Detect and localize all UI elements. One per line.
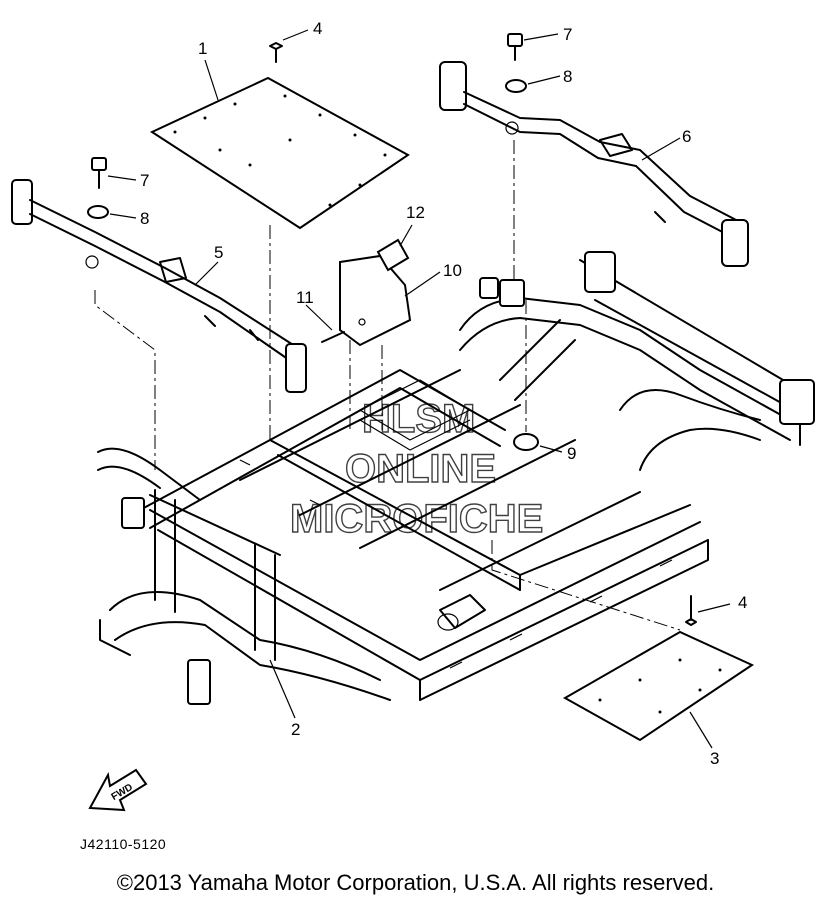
callout-12: 12 xyxy=(406,203,425,222)
callout-1: 2 xyxy=(291,720,300,739)
watermark-line-3: MICROFICHE xyxy=(290,497,543,541)
main-frame xyxy=(97,251,815,719)
watermark-line-1: HLSM xyxy=(362,397,475,441)
callout-6: 6 xyxy=(682,127,691,146)
callout-7-left: 7 xyxy=(140,171,149,190)
callout-10: 10 xyxy=(443,261,462,280)
watermark-line-2: ONLINE xyxy=(345,447,496,491)
callout-9: 9 xyxy=(567,444,576,463)
callout-8-left: 8 xyxy=(140,209,149,228)
bolt-top xyxy=(269,29,309,63)
top-plate xyxy=(149,76,410,230)
screw-11 xyxy=(305,304,345,343)
fwd-arrow: FWD xyxy=(88,768,148,812)
bolt-7-left xyxy=(91,157,137,189)
callout-8-right: 8 xyxy=(563,67,572,86)
bolt-7-right xyxy=(507,33,559,61)
right-crossbar xyxy=(439,61,749,267)
washer-8-left xyxy=(87,205,137,219)
left-crossbar xyxy=(11,179,307,393)
alignment-lines xyxy=(94,140,681,631)
part-code: J42110-5120 xyxy=(80,836,166,852)
bottom-plate xyxy=(562,630,755,742)
callout-3: 1 xyxy=(198,39,207,58)
watermark: HLSM ONLINE MICROFICHE xyxy=(289,396,544,541)
callout-4-bottom: 4 xyxy=(738,593,747,612)
callout-7-right: 7 xyxy=(563,25,572,44)
bolt-bottom xyxy=(685,595,731,626)
washer-8-right xyxy=(505,75,561,93)
pad-12 xyxy=(376,224,413,272)
copyright-notice: ©2013 Yamaha Motor Corporation, U.S.A. A… xyxy=(116,870,715,895)
callout-5: 5 xyxy=(214,243,223,262)
callout-11: 11 xyxy=(296,288,314,307)
grommet-9 xyxy=(513,433,563,453)
callout-4-top: 4 xyxy=(313,19,322,38)
callout-2: 3 xyxy=(710,749,719,768)
callout-labels: 4 1 7 8 6 7 8 12 5 10 11 9 4 2 3 xyxy=(140,19,747,768)
